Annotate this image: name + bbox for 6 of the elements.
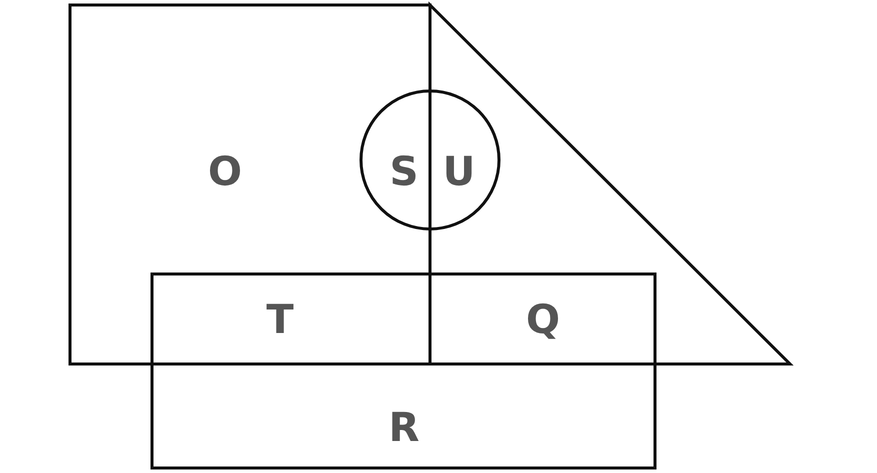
region-letter: Q (526, 300, 560, 340)
region-letter: O (208, 152, 242, 192)
region-letter: T (266, 300, 294, 340)
region-letter: S (390, 152, 418, 192)
region-letter: U (442, 152, 476, 192)
region-letter: R (388, 408, 420, 448)
